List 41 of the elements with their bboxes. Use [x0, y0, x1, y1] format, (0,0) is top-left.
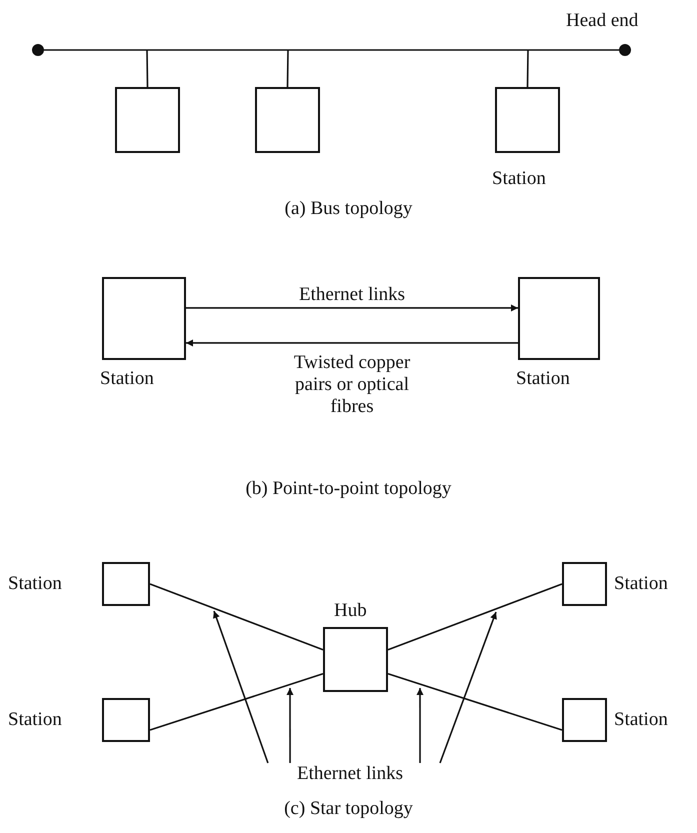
link-line: [150, 673, 324, 731]
node-label: Station: [614, 709, 668, 731]
station-box: [102, 698, 150, 742]
link-line: [388, 583, 562, 650]
drop-line: [526, 50, 529, 88]
node-label: Hub: [334, 600, 367, 622]
arrow: [186, 304, 518, 312]
end-label: Head end: [566, 10, 638, 32]
station-box: [562, 698, 607, 742]
caption: (b) Point-to-point topology: [244, 478, 452, 500]
leader-arrow: [416, 688, 424, 763]
station-box: [255, 87, 320, 153]
node-label: Station: [100, 368, 154, 390]
leader-arrow: [439, 612, 497, 764]
link-line: [150, 583, 324, 650]
station-box: [102, 562, 150, 606]
edge-label: Twisted copper pairs or optical fibres: [292, 352, 412, 418]
caption: (a) Bus topology: [284, 198, 414, 220]
node-label: Station: [516, 368, 570, 390]
node-label: Station: [492, 168, 546, 190]
leader-arrow: [213, 610, 269, 764]
hub-box: [323, 627, 388, 692]
link-line: [388, 673, 562, 731]
station-box: [562, 562, 607, 606]
station-box: [115, 87, 180, 153]
station-box: [518, 277, 600, 360]
station-box: [495, 87, 560, 153]
node-label: Station: [614, 573, 668, 595]
leader-arrow: [286, 688, 294, 763]
station-box: [102, 277, 186, 360]
end-dot: [619, 44, 631, 56]
node-label: Station: [8, 573, 62, 595]
drop-line: [146, 50, 148, 88]
end-dot: [32, 44, 44, 56]
link-label: Ethernet links: [260, 763, 440, 787]
arrow: [186, 339, 518, 346]
bus-line: [44, 49, 619, 51]
caption: (c) Star topology: [283, 798, 414, 820]
node-label: Station: [8, 709, 62, 731]
drop-line: [286, 50, 289, 88]
edge-label: Ethernet links: [298, 284, 406, 306]
